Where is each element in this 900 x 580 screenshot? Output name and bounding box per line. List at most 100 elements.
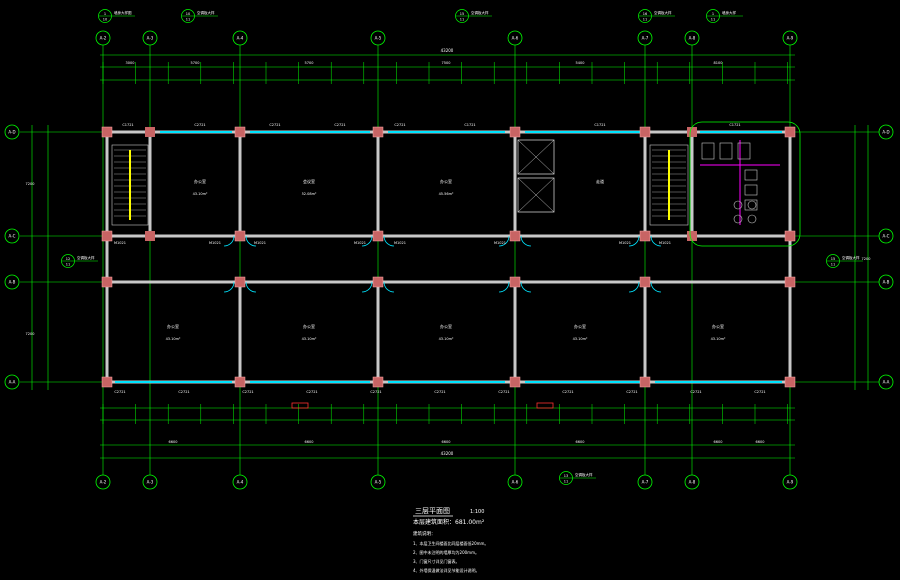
structural-column (639, 276, 651, 288)
detail-mark-number: 10 (186, 12, 190, 16)
window-tag-top: C1721 (464, 123, 475, 127)
detail-mark-sheet: 11 (66, 263, 70, 267)
toilet-stall (737, 142, 751, 160)
detail-mark-label: 空调板大样 (654, 10, 672, 15)
window-tag-bottom: C2721 (242, 390, 253, 394)
structural-column (784, 126, 796, 138)
axis-bubble (507, 30, 523, 46)
structural-column (509, 126, 521, 138)
elevator-cross (517, 177, 555, 213)
note-line-1: 1、本层卫生间楼面比同层楼面低20mm。 (413, 540, 488, 546)
door-swing (223, 235, 235, 247)
detail-mark-number: 1 (712, 12, 714, 16)
room-name: 办公室 (167, 323, 179, 329)
window-tag-top: C2721 (194, 123, 205, 127)
sink-basin (733, 200, 743, 210)
axis-bubble (370, 30, 386, 46)
structural-column (784, 276, 796, 288)
detail-mark-sheet: 10 (103, 18, 107, 22)
axis-bubble (684, 30, 700, 46)
window-tag-bottom: C2721 (754, 390, 765, 394)
room-name: 走道 (596, 178, 604, 184)
door-swing (628, 235, 640, 247)
door-swing (628, 281, 640, 293)
structural-column (372, 376, 384, 388)
structural-column (509, 230, 521, 242)
door-swing (223, 281, 235, 293)
room-area: 43.10m² (302, 337, 317, 341)
axis-label: A-4 (237, 36, 244, 41)
detail-mark-number: 15 (831, 257, 835, 261)
elevator-shaft (517, 177, 555, 213)
door-swing (245, 281, 257, 293)
circulation-cores (111, 121, 801, 247)
top-bay-dimension: 7500 (442, 61, 451, 65)
note-line-2: 2、图中未注明的墙厚均为200mm。 (413, 549, 479, 555)
door-swing (498, 281, 510, 293)
axis-bubble (782, 474, 798, 490)
top-bay-dimension: 3000 (126, 61, 135, 65)
axis-label: A-B (883, 280, 890, 285)
door-swing (498, 235, 510, 247)
door-swing (520, 281, 532, 293)
floor-area-note: 本层建筑面积：681.00m² (413, 518, 485, 526)
axis-label: A-A (883, 380, 890, 385)
axis-label: A-7 (642, 480, 649, 485)
axis-bubble (4, 374, 20, 390)
detail-mark-label: 空调板大样 (197, 10, 215, 15)
axis-bubble (4, 124, 20, 140)
room-name: 会议室 (303, 178, 315, 184)
drawing-title: 三层平面图 (415, 507, 450, 515)
window-tag-bottom: C2721 (178, 390, 189, 394)
structural-column (687, 127, 697, 137)
door-swing (650, 235, 662, 247)
door-tag: M1021 (114, 241, 126, 245)
door-tag: M1021 (619, 241, 631, 245)
axis-label: A-6 (512, 36, 519, 41)
top-bay-dimension: 5700 (191, 61, 200, 65)
structural-column (639, 376, 651, 388)
left-side-dimension: 7200 (26, 182, 35, 186)
axis-label: A-D (8, 130, 15, 135)
room-name: 办公室 (440, 178, 452, 184)
top-bay-dimension: 5400 (576, 61, 585, 65)
detail-mark-number: 13 (564, 474, 568, 478)
door-tag: M1021 (394, 241, 406, 245)
structural-column (639, 230, 651, 242)
axis-label: A-6 (512, 480, 519, 485)
axis-label: A-9 (787, 480, 794, 485)
detail-mark-number: 15 (460, 12, 464, 16)
axis-label: A-8 (689, 480, 696, 485)
detail-mark-sheet: 11 (460, 18, 464, 22)
ac-unit-marker (536, 402, 554, 409)
door-tag: M1021 (209, 241, 221, 245)
structural-column (234, 276, 246, 288)
bottom-bay-dimension: 6600 (305, 440, 314, 444)
top-overall-dimension: 43200 (441, 48, 454, 53)
axis-bubbles: A-2A-2A-3A-3A-4A-4A-5A-5A-6A-6A-7A-7A-8A… (4, 30, 894, 490)
window-tag-top: C1721 (122, 123, 133, 127)
room-area: 43.10m² (439, 337, 454, 341)
room-area: 52.08m² (302, 192, 317, 196)
room-area: 43.10m² (573, 337, 588, 341)
sink-basin (747, 214, 757, 224)
room-name: 办公室 (712, 323, 724, 329)
axis-bubble (142, 474, 158, 490)
axis-label: A-4 (237, 480, 244, 485)
structural-column (101, 376, 113, 388)
axis-label: A-5 (375, 36, 382, 41)
elevator-shaft (517, 139, 555, 175)
window-tag-bottom: C2721 (370, 390, 381, 394)
toilet-stall (701, 142, 715, 160)
room-area: 43.10m² (193, 192, 208, 196)
window-tag-bottom: C2721 (306, 390, 317, 394)
sink-basin (733, 214, 743, 224)
door-tag: M1021 (659, 241, 671, 245)
detail-mark-label: 墙身大样 (722, 10, 736, 15)
axis-label: A-3 (147, 480, 154, 485)
detail-mark-label: 空调板大样 (842, 255, 860, 260)
stair-outline (649, 144, 689, 226)
